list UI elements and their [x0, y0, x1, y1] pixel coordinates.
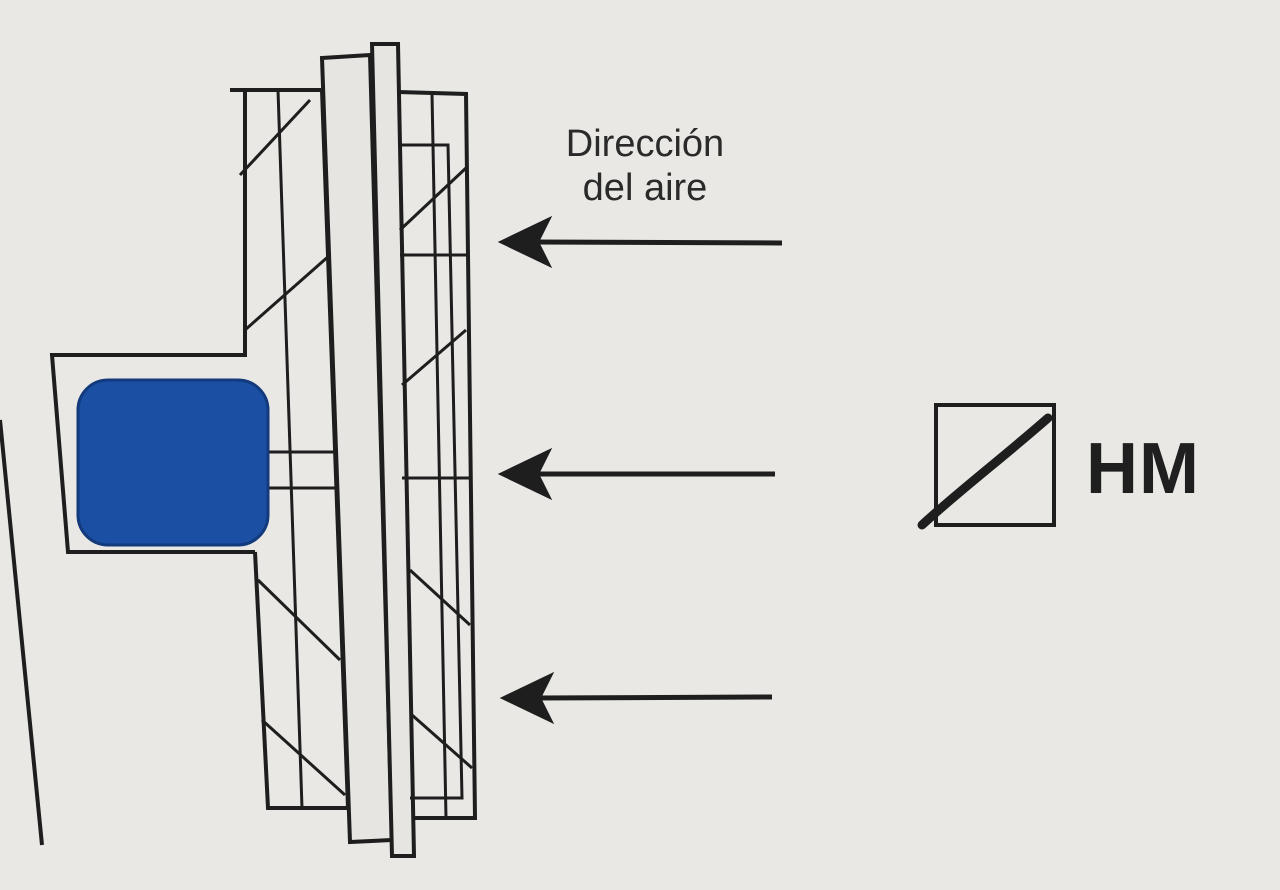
airflow-direction-label: Dirección del aire	[540, 122, 750, 210]
airflow-label-line1: Dirección	[565, 123, 725, 165]
fan-hub	[369, 42, 417, 858]
model-label: HM	[1086, 429, 1200, 509]
left-arrow-icon	[499, 671, 773, 725]
left-arrow-icon	[497, 215, 783, 269]
left-arrow-icon	[497, 447, 775, 501]
airflow-arrows	[497, 215, 783, 725]
slashed-box-icon	[917, 403, 1056, 530]
airflow-label-line2: del aire	[582, 167, 708, 209]
motor	[76, 378, 270, 547]
front-guard-frame	[397, 90, 478, 820]
wall-line	[0, 419, 44, 846]
